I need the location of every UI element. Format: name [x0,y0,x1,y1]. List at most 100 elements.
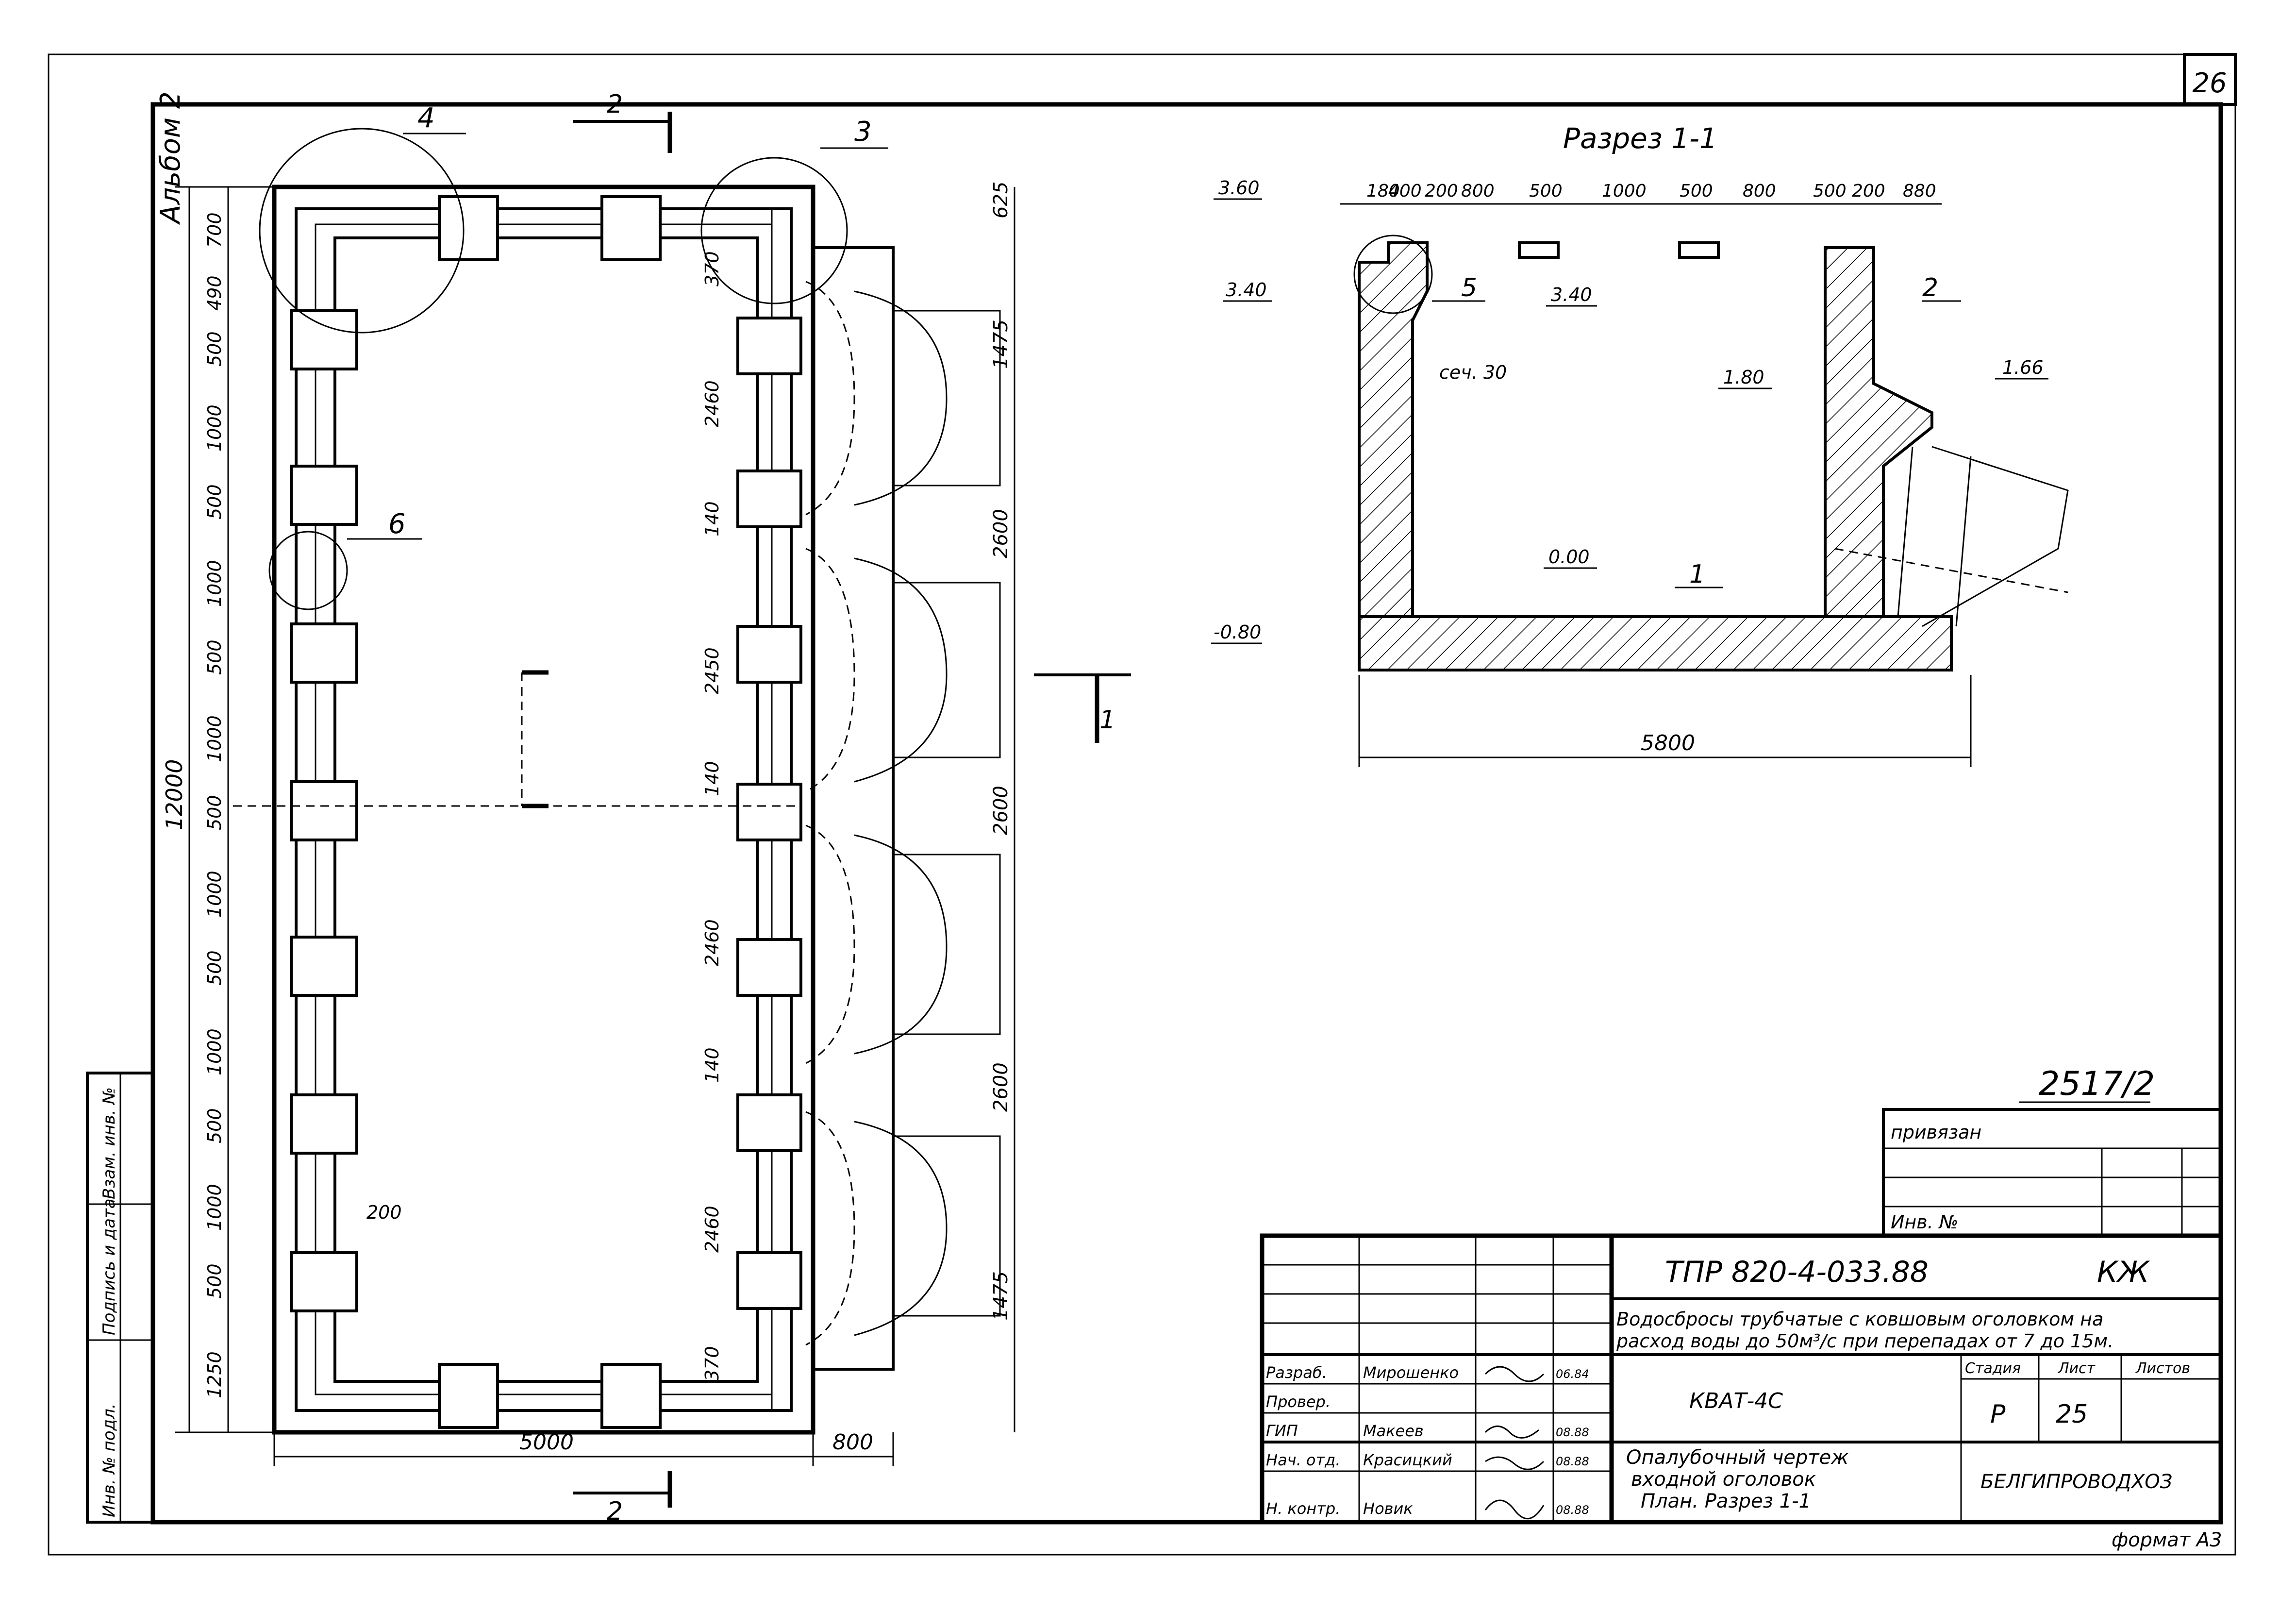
svg-text:-0.80: -0.80 [1214,621,1261,643]
section-bottom-dim: 5800 [1641,731,1695,755]
svg-text:500: 500 [204,1108,225,1143]
plan-dim-small: 200 [366,1202,402,1223]
section-levels: 3.60 3.40 3.40 1.80 1.66 0.00 -0.80 [1211,177,2048,644]
section-callout-5: 5 [1461,273,1477,302]
svg-text:08.88: 08.88 [1556,1503,1589,1517]
svg-text:500: 500 [204,950,225,986]
svg-text:1.66: 1.66 [2002,357,2044,378]
svg-text:1000: 1000 [204,404,225,452]
svg-text:200: 200 [1852,181,1885,201]
svg-text:0.00: 0.00 [1548,546,1590,568]
section-title: Разрез 1-1 [1563,122,1717,155]
svg-text:800: 800 [1461,181,1495,201]
svg-text:500: 500 [204,795,225,830]
svg-text:490: 490 [204,275,225,311]
svg-text:Красицкий: Красицкий [1363,1451,1452,1469]
signature-2 [1484,1426,1539,1439]
section-right-wall [1824,246,1933,618]
tb-organization: БЕЛГИПРОВОДХОЗ [1980,1471,2172,1493]
title-block: 2517/2 привязан Инв. № ТПР 820-4-033.88 … [1260,1065,2223,1525]
format-label: формат А3 [2112,1529,2222,1551]
svg-text:500: 500 [204,1263,225,1299]
tb-stage: Р [1990,1400,2006,1429]
section-base-slab [1358,615,1953,671]
plan-dims-left: 700 490 500 1000 500 1000 500 1000 500 1… [204,212,225,1398]
svg-text:Новик: Новик [1363,1499,1413,1518]
tb-description-1: Водосбросы трубчатые с ковшовым оголовко… [1616,1309,2103,1330]
tb-element: КВАТ-4С [1689,1389,1783,1413]
svg-text:800: 800 [1743,181,1776,201]
tb-code: ТПР 820-4-033.88 [1665,1255,1929,1289]
privyazan-label: привязан [1891,1122,1981,1143]
svg-text:Мирошенко: Мирошенко [1363,1363,1459,1382]
plan-blocks-left [290,309,358,1312]
section-callout-circle-5 [1353,235,1433,314]
tb-sheet-header: Лист [2058,1360,2096,1377]
svg-text:1475: 1475 [990,319,1012,369]
svg-text:Разраб.: Разраб. [1266,1363,1327,1382]
svg-text:1000: 1000 [204,715,225,762]
section-left-wall [1358,241,1429,618]
svg-text:1000: 1000 [204,1184,225,1231]
svg-text:625: 625 [990,182,1012,218]
svg-text:1475: 1475 [990,1271,1012,1321]
svg-text:1250: 1250 [204,1351,225,1398]
plan-dim-bottom-width: 5000 [519,1430,574,1455]
svg-text:1000: 1000 [204,1028,225,1075]
section-mark-right: 1 [1099,705,1115,735]
plan-view: 4 3 6 2 2 1 12000 700 490 500 1000 500 1… [161,90,1131,1526]
svg-text:08.88: 08.88 [1556,1455,1589,1468]
svg-text:1000: 1000 [1602,181,1647,201]
svg-text:3.40: 3.40 [1226,279,1267,301]
svg-text:2600: 2600 [990,1062,1012,1112]
svg-text:140: 140 [701,501,723,537]
plan-callout-circle-6 [268,531,348,610]
svg-text:500: 500 [204,639,225,675]
section-wall-label: сеч. 30 [1439,362,1507,383]
svg-text:08.88: 08.88 [1556,1426,1589,1439]
svg-text:500: 500 [1813,181,1847,201]
svg-text:2460: 2460 [701,380,723,427]
svg-text:140: 140 [701,761,723,796]
tb-drawing-name-3: План. Разрез 1-1 [1641,1490,1811,1512]
plan-dims-right: 625 1475 2600 2600 2600 1475 [990,182,1012,1321]
tb-drawing-name-2: входной оголовок [1631,1468,1816,1491]
svg-text:400: 400 [1388,181,1422,201]
side-stamp-inv: Инв. № подл. [100,1403,119,1517]
plan-outlets [805,281,1001,1346]
plan-dim-total-left: 12000 [161,759,187,830]
page-number-box [2183,53,2237,106]
svg-text:1000: 1000 [204,871,225,918]
plan-callout-6: 6 [388,508,406,540]
svg-text:370: 370 [701,1346,723,1381]
svg-text:Провер.: Провер. [1266,1393,1331,1411]
inv-no-label: Инв. № [1891,1211,1958,1233]
svg-text:2460: 2460 [701,1206,723,1253]
section-callout-2: 2 [1922,273,1938,302]
svg-text:1000: 1000 [204,560,225,607]
tb-stage-header: Стадия [1965,1360,2021,1377]
section-top-dims: 180 400 200 800 500 1000 500 800 500 200… [1366,181,1936,201]
svg-text:2460: 2460 [701,919,723,966]
tb-sheet: 25 [2056,1400,2088,1429]
svg-text:2600: 2600 [990,509,1012,558]
page-number: 26 [2192,67,2227,99]
tb-roles: Разраб. Мирошенко 06.84 Провер. ГИП Маке… [1266,1363,1589,1518]
svg-text:500: 500 [204,484,225,520]
section-outlet-pipe [1897,446,2069,627]
section-callout-1: 1 [1689,560,1705,589]
plan-callout-4: 4 [417,102,435,134]
svg-text:200: 200 [1425,181,1458,201]
plan-dims-inner: 370 2460 140 2450 140 2460 140 2460 370 [701,251,723,1381]
outer-frame [48,53,2236,1556]
svg-text:2600: 2600 [990,786,1012,835]
svg-text:140: 140 [701,1047,723,1083]
side-stamp-vzam: Взам. инв. № [100,1087,119,1199]
side-stamp: Взам. инв. № Подпись и дата Инв. № подл. [86,1072,154,1524]
plan-right-apron [812,246,895,1371]
svg-text:500: 500 [1680,181,1713,201]
plan-callout-3: 3 [854,116,872,148]
section-mark-bottom: 2 [607,1497,623,1526]
svg-text:500: 500 [1529,181,1563,201]
